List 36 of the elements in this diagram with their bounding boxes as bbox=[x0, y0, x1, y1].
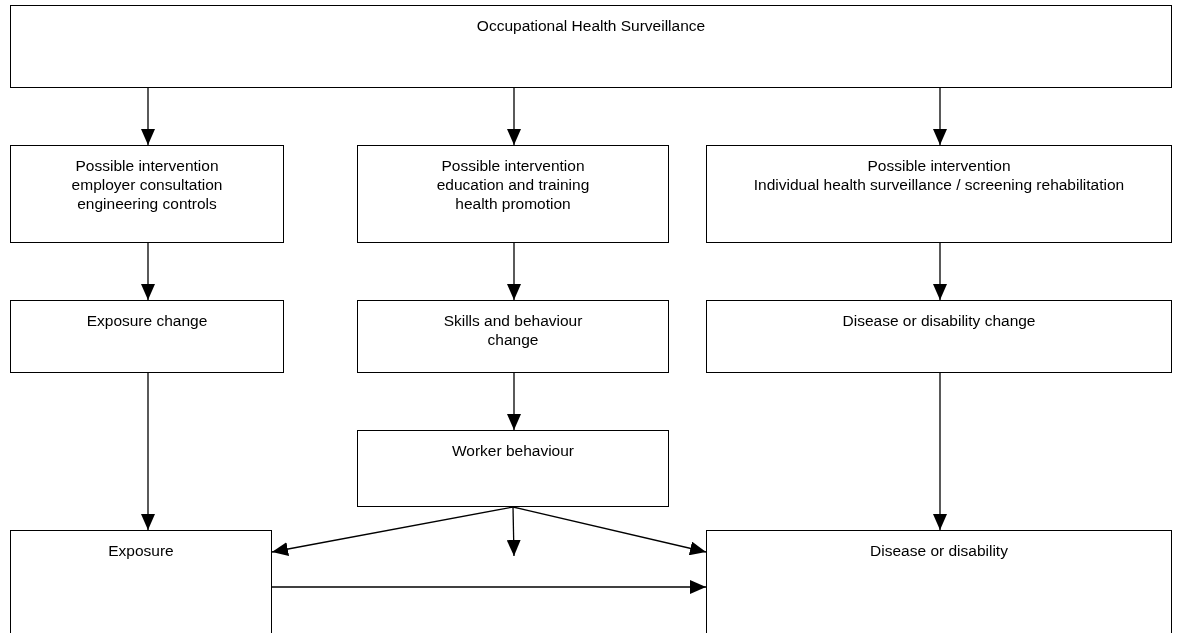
arrow bbox=[141, 242, 155, 301]
box-text: Possible intervention bbox=[866, 156, 1012, 175]
process-box bbox=[357, 300, 669, 373]
box-text: Disease or disability change bbox=[841, 311, 1037, 330]
arrow bbox=[512, 506, 707, 556]
process-box bbox=[357, 145, 669, 243]
arrow bbox=[141, 87, 155, 146]
process-box bbox=[10, 145, 284, 243]
arrow bbox=[933, 87, 947, 146]
box-text: Skills and behaviour change bbox=[442, 311, 584, 349]
process-box bbox=[706, 145, 1172, 243]
arrow bbox=[507, 242, 521, 301]
arrow bbox=[506, 506, 521, 557]
box-text: Possible intervention bbox=[74, 156, 220, 175]
box-text: Individual health surveillance / screening rehabilitation bbox=[752, 175, 1126, 194]
box-text: Worker behaviour bbox=[450, 441, 576, 460]
process-box bbox=[10, 530, 272, 633]
process-box bbox=[706, 530, 1172, 633]
process-box bbox=[706, 300, 1172, 373]
arrow bbox=[933, 242, 947, 301]
box-text: Exposure change bbox=[85, 311, 209, 330]
arrow bbox=[507, 372, 521, 431]
box-text: employer consultation engineering controls bbox=[70, 175, 224, 213]
process-box bbox=[10, 5, 1172, 88]
box-text: Disease or disability bbox=[869, 541, 1009, 560]
arrow bbox=[933, 372, 947, 531]
box-text: Possible intervention bbox=[440, 156, 586, 175]
arrow bbox=[271, 506, 514, 556]
box-text: Occupational Health Surveillance bbox=[475, 16, 707, 35]
arrow bbox=[507, 87, 521, 146]
arrow bbox=[141, 372, 155, 531]
box-text: Exposure bbox=[107, 541, 175, 560]
box-text: education and training health promotion bbox=[435, 175, 591, 213]
arrow bbox=[271, 580, 707, 594]
process-box bbox=[10, 300, 284, 373]
process-box bbox=[357, 430, 669, 507]
